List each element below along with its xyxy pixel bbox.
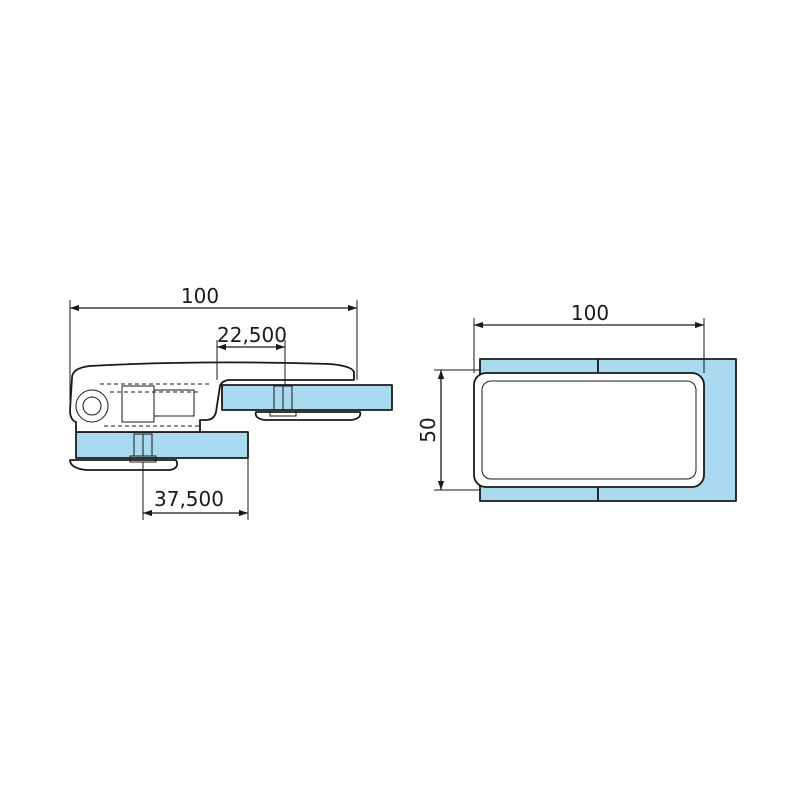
side-view: 100 22,500 37,500 (69, 284, 393, 520)
overall-length-label: 100 (181, 284, 219, 308)
lower-clamp-plate (69, 459, 179, 471)
upper-glass-panel (221, 384, 393, 411)
pivot-circle-inner (82, 396, 102, 416)
lower-glass-panel (75, 431, 249, 459)
hinge-body (69, 361, 355, 433)
front-hinge-plate (473, 372, 705, 488)
pivot-circle (75, 389, 109, 423)
upper-offset-label: 22,500 (217, 323, 287, 347)
front-hinge-plate-inner (481, 380, 697, 480)
lower-offset-label: 37,500 (154, 487, 224, 511)
upper-clamp-plate (254, 411, 362, 421)
front-view: 100 50 (416, 301, 737, 502)
front-width-label: 100 (571, 301, 609, 325)
front-height-label: 50 (416, 417, 440, 442)
upper-screw (269, 385, 297, 417)
mechanism-cylinder (153, 389, 195, 417)
